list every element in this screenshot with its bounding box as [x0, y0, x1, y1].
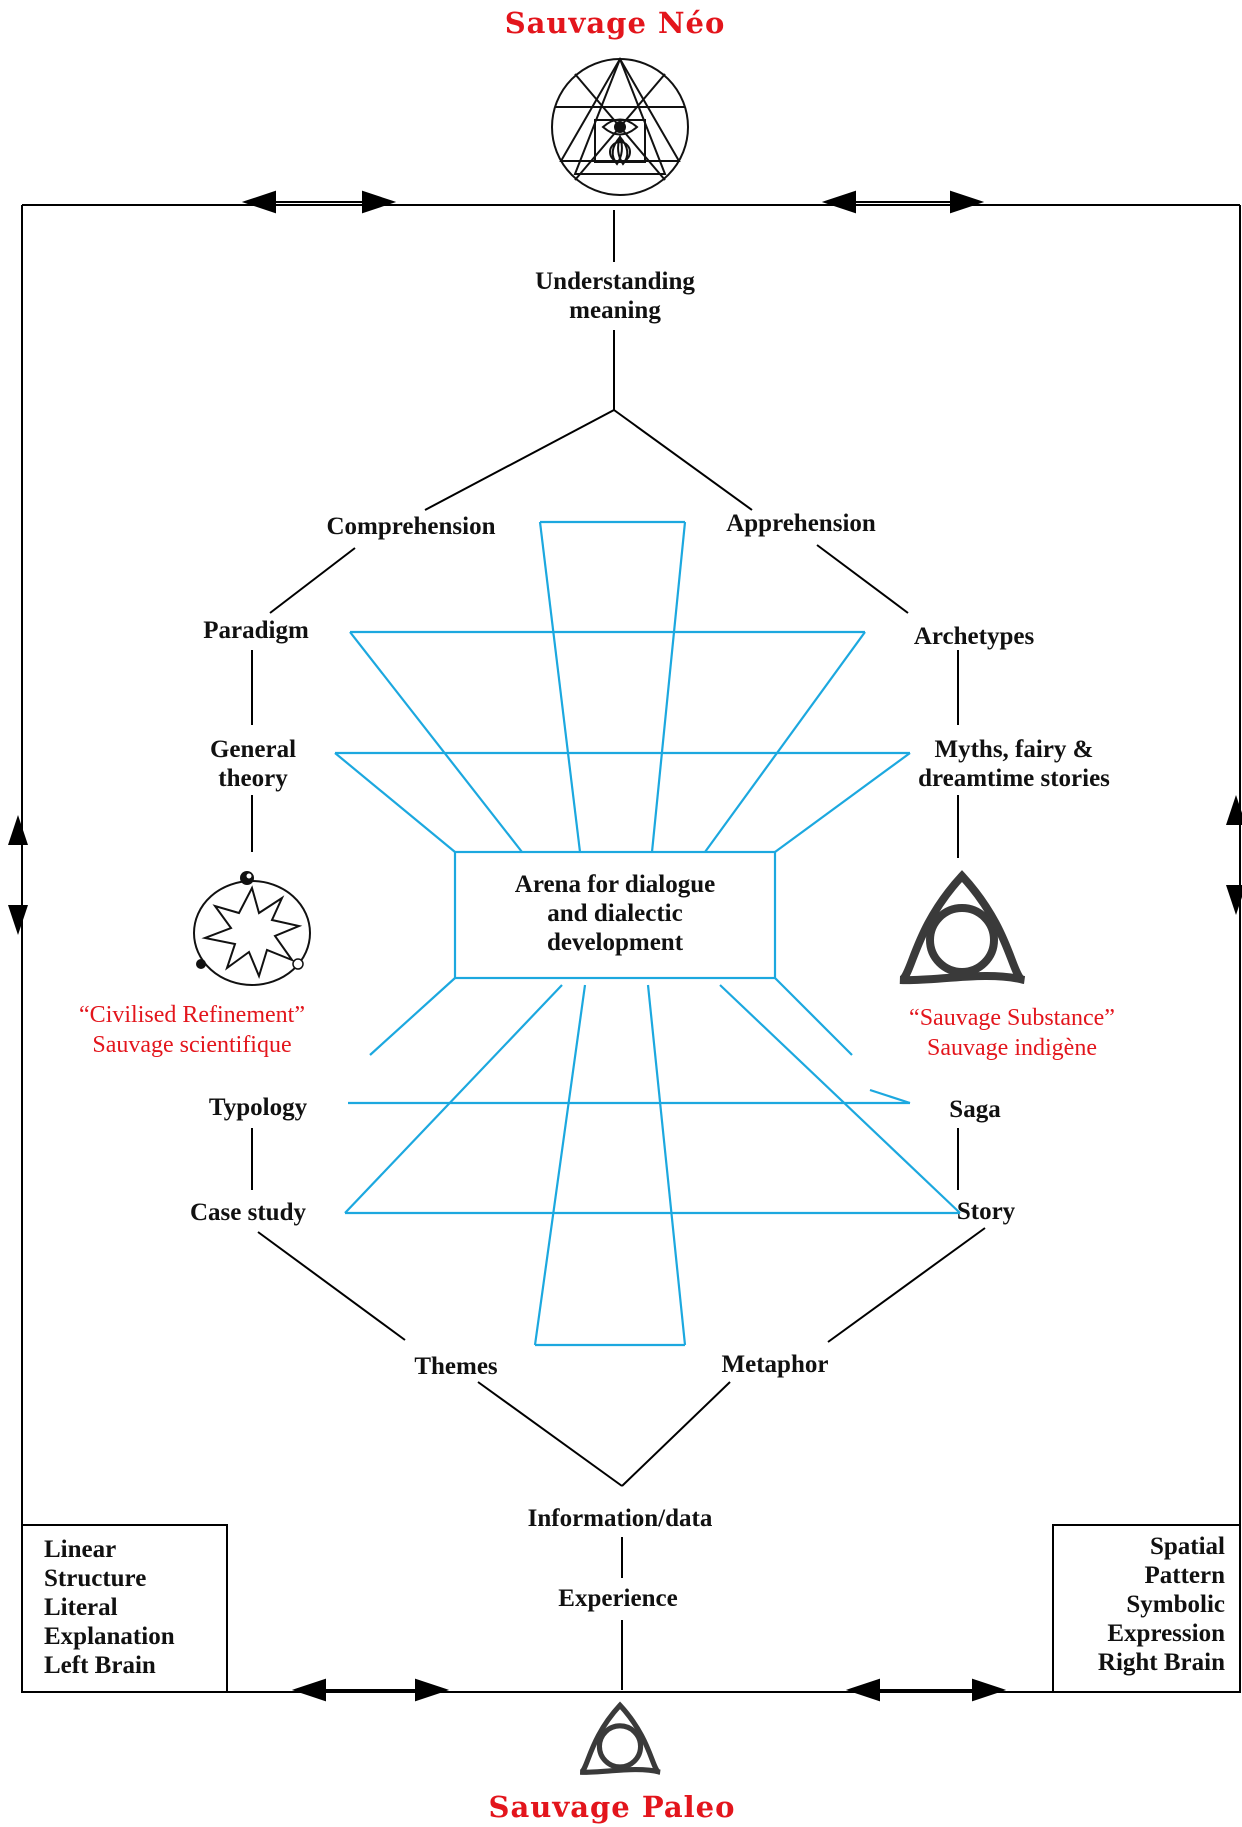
triquetra-circle-icon	[898, 870, 1026, 985]
title-sauvage-neo: Sauvage Néo	[504, 6, 726, 40]
node-experience: Experience	[558, 1585, 678, 1612]
right-panel-item: Spatial	[1149, 1533, 1225, 1560]
node-information-data: Information/data	[527, 1505, 713, 1532]
title-sauvage-paleo: Sauvage Paleo	[488, 1790, 736, 1824]
right-panel-item: Pattern	[1144, 1562, 1225, 1589]
arrows-top	[241, 190, 985, 214]
node-understanding-meaning: Understanding meaning	[535, 268, 695, 324]
arena-box-text: Arena for dialogue and dialectic develop…	[514, 871, 716, 956]
node-apprehension: Apprehension	[726, 510, 876, 537]
left-panel-item: Literal	[44, 1594, 118, 1621]
node-themes: Themes	[414, 1353, 498, 1380]
yin-yang-compass-star-icon	[193, 871, 311, 986]
node-metaphor: Metaphor	[721, 1351, 829, 1378]
quote-sauvage-substance: “Sauvage Substance” Sauvage indigène	[909, 1005, 1115, 1061]
left-panel-item: Left Brain	[44, 1652, 156, 1679]
left-panel-item: Explanation	[44, 1623, 175, 1650]
node-story: Story	[956, 1198, 1016, 1225]
outer-frame	[21, 204, 1241, 1693]
arrows-sides	[8, 795, 1242, 935]
left-panel-item: Linear	[44, 1536, 117, 1563]
node-myths-fairy-dreamtime: Myths, fairy & dreamtime stories	[918, 736, 1110, 792]
enneagram-eye-triquetra-icon	[551, 57, 689, 196]
node-case-study: Case study	[190, 1199, 306, 1226]
right-brain-panel: Spatial Pattern Symbolic Expression Righ…	[1060, 1532, 1225, 1677]
node-typology: Typology	[208, 1094, 308, 1121]
arrows-bottom	[291, 1678, 1007, 1702]
right-panel-item: Expression	[1107, 1620, 1225, 1647]
node-paradigm: Paradigm	[203, 617, 309, 644]
left-panel-item: Structure	[44, 1565, 147, 1592]
tree-lines	[251, 210, 986, 1690]
node-archetypes: Archetypes	[913, 623, 1035, 650]
node-general-theory: General theory	[209, 736, 297, 792]
arena-perspective-lines	[334, 520, 961, 1347]
left-brain-panel: Linear Structure Literal Explanation Lef…	[44, 1535, 175, 1680]
node-saga: Saga	[949, 1096, 1001, 1123]
node-comprehension: Comprehension	[326, 513, 496, 540]
triquetra-circle-icon-bottom	[579, 1701, 661, 1775]
right-panel-item: Symbolic	[1126, 1591, 1225, 1618]
right-panel-item: Right Brain	[1097, 1649, 1225, 1676]
quote-civilised-refinement: “Civilised Refinement” Sauvage scientifi…	[79, 1002, 305, 1058]
